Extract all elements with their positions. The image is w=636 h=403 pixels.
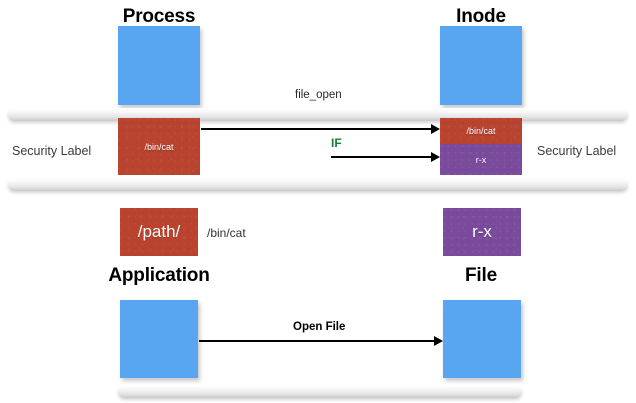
file-title: File <box>465 265 497 286</box>
bottom-bar <box>118 385 522 398</box>
file-open-caption: file_open <box>295 89 342 101</box>
upper-security-bar <box>8 108 628 121</box>
path-value-text: /bin/cat <box>207 226 246 240</box>
path-box: /path/ <box>120 208 198 256</box>
process-security-label-text: /bin/cat <box>144 141 174 152</box>
left-security-label-caption: Security Label <box>12 144 92 158</box>
path-box-text: /path/ <box>137 222 181 241</box>
application-blue-box <box>120 300 198 378</box>
process-blue-box <box>118 26 200 105</box>
permission-box: r-x <box>443 208 521 256</box>
file-open-arrow-head-icon <box>431 124 440 134</box>
process-title: Process <box>122 6 196 27</box>
inode-security-label-lower-box: r-x <box>440 144 522 175</box>
if-arrow-line <box>331 156 431 158</box>
inode-security-label-upper-box: /bin/cat <box>440 118 522 144</box>
file-blue-box <box>443 300 521 378</box>
right-security-label-caption: Security Label <box>537 144 617 158</box>
open-file-caption: Open File <box>293 321 346 333</box>
if-caption: IF <box>331 136 342 150</box>
application-title: Application <box>108 265 210 286</box>
process-security-label-box: /bin/cat <box>118 118 200 175</box>
inode-title: Inode <box>456 6 506 27</box>
lower-security-bar <box>8 178 628 191</box>
inode-blue-box <box>440 26 522 105</box>
open-file-arrow-head-icon <box>434 336 443 346</box>
if-arrow-head-icon <box>431 152 440 162</box>
permission-box-text: r-x <box>472 222 492 241</box>
file-open-arrow-line <box>201 128 431 130</box>
inode-security-label-upper-text: /bin/cat <box>466 126 496 136</box>
inode-security-label-lower-text: r-x <box>475 154 487 165</box>
open-file-arrow-line <box>199 340 434 342</box>
